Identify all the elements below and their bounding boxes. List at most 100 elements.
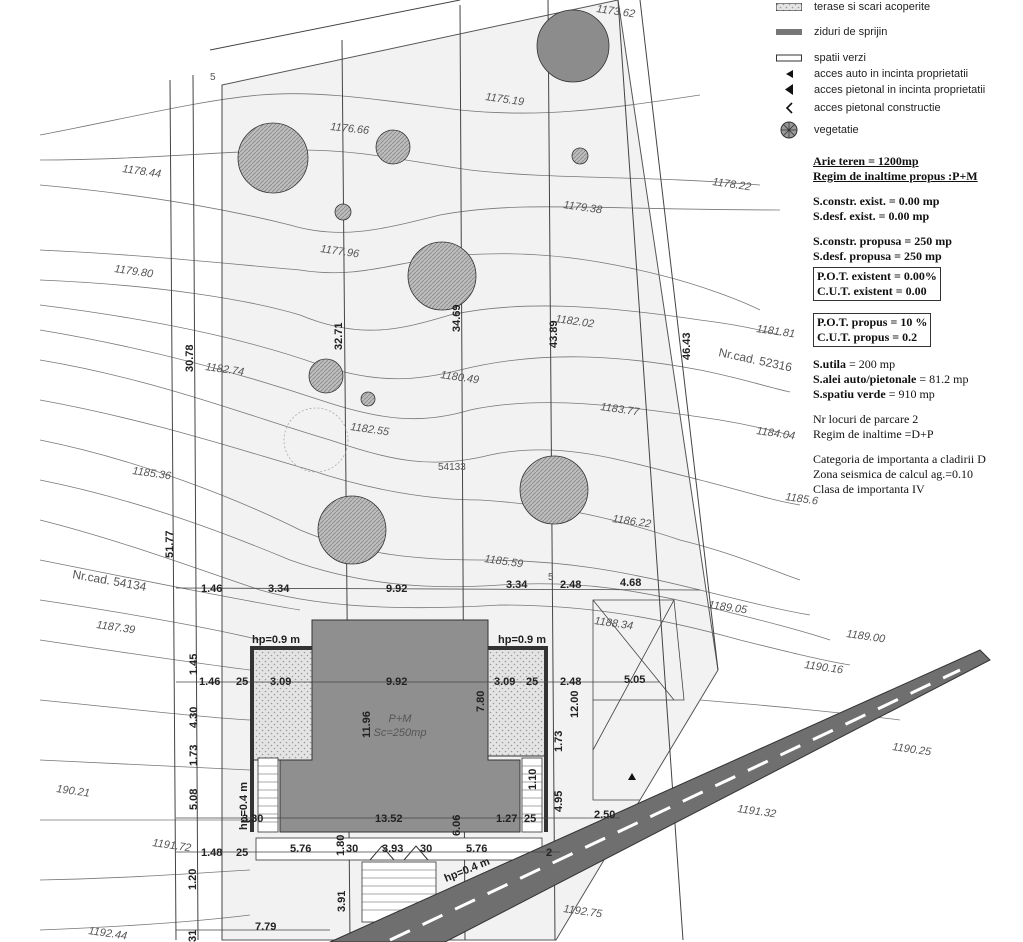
sc-prop-label: S.constr. propusa = 250 mp [813,234,952,248]
dimension-label: 43.89 [548,320,560,348]
dimension-label: 5.08 [188,789,200,810]
side-dimensions: 1.45 4.30 1.73 5.08 12.00 1.73 4.95 7.80… [188,654,581,812]
elevation-label: 1187.39 [96,619,136,636]
dimension-label: 12.00 [569,690,581,718]
cut-prop-label: C.U.T. propus = 0.2 [817,330,918,344]
elevation-label: 1181.81 [756,323,796,340]
dimension-label: 4.95 [553,791,565,812]
top-dimensions: 1.46 3.34 9.92 3.34 2.48 4.68 [201,577,641,595]
elevation-label: 1178.44 [122,163,162,180]
dimension-label: 11.96 [361,711,373,738]
dimension-label: 25 [236,847,248,859]
elevation-label: 1179.38 [563,199,604,216]
dimension-label: 1.73 [188,745,200,766]
sc-exist-label: S.constr. exist. = 0.00 mp [813,194,940,208]
dimension-label: 5.76 [290,843,311,855]
dimension-label: 1.45 [188,654,200,675]
building-area-label: Sc=250mp [374,727,427,739]
dimension-label: 2 [546,847,552,859]
retaining-walls [250,646,548,832]
dimension-label: 3.93 [382,843,403,855]
dimension-label: 7.80 [475,691,487,712]
bottom-dimensions: 3.30 13.52 1.27 25 2.50 1.48 25 5.76 1.8… [187,809,615,942]
parking-label: Nr locuri de parcare 2 [813,412,919,426]
site-statistics: Arie teren = 1200mp Regim de inaltime pr… [813,154,1018,497]
misc-label: 5 [548,572,554,583]
dimension-label: 25 [236,676,248,688]
misc-label: 5 [210,72,216,83]
legend-item: terase si scari acoperite [776,1,930,13]
legend-item: vegetatie [776,121,859,139]
dimension-label: 3.09 [270,676,291,688]
s-util-row: S.utila = 200 mp [813,357,896,371]
elevation-label: 1192.44 [88,925,128,942]
elevation-label: 1182.55 [350,421,391,438]
chevron-left-icon [776,102,802,114]
regime-label: Regim de inaltime propus :P+M [813,169,978,183]
dimension-label: 30 [420,843,432,855]
inner-dimensions: 1.46 25 3.09 9.92 3.09 25 2.48 5.05 [199,674,645,688]
pot-prop-label: P.O.T. propus = 10 % [817,315,928,329]
elevation-label: 1186.22 [612,513,652,530]
elevation-label: 1185.6 [785,491,820,508]
trees [237,9,610,565]
dimension-label: 2.48 [560,676,581,688]
elevation-label: 190.21 [56,783,91,800]
dimension-label: 9.92 [386,676,407,688]
road [329,649,991,942]
dimension-label: 3.91 [336,891,348,912]
s-verde-row: S.spatiu verde = 910 mp [813,387,935,401]
elevation-label: 1192.75 [563,903,604,920]
elevation-label: 1182.74 [205,361,245,378]
dimension-label: 5.05 [624,674,645,686]
dimension-label: 46.43 [681,332,693,360]
cadastral-label: Nr.cad. 52316 [717,345,793,374]
dimension-label: 4.68 [620,577,641,589]
cut-exist-label: C.U.T. existent = 0.00 [817,284,927,298]
category-label: Categoria de importanta a cladirii D [813,452,986,466]
building-label: P+M [389,713,413,725]
elevation-label: 1175.19 [485,91,525,108]
elevation-label: 1183.77 [600,401,641,418]
elevation-label: 1191.72 [152,837,192,854]
cadastral-label: 54133 [438,462,466,473]
dimension-label: 2.48 [560,579,581,591]
dimension-label: 1.73 [553,731,565,752]
elevation-label: 1185.59 [484,553,524,570]
class-label: Clasa de importanta IV [813,482,925,496]
dimension-label: 13.52 [375,813,403,825]
legend-item: ziduri de sprijin [776,26,887,38]
dimension-label: 30.78 [184,344,196,372]
parking-area [592,599,685,801]
dimension-label: 31 [187,930,199,942]
dimension-label: 30 [346,843,358,855]
elevation-label: 1178.22 [712,176,752,193]
elevation-label: 1190.25 [892,741,933,758]
regime2-label: Regim de inaltime =D+P [813,427,934,441]
dimension-label: 25 [526,676,538,688]
elevation-label: 1185.36 [132,465,173,482]
dimension-label: 2.50 [594,809,615,821]
hp-label: hp=0.4 m [238,782,250,830]
elevation-label: 1189.00 [846,628,887,645]
dimension-label: 4.30 [188,707,200,728]
sd-exist-label: S.desf. exist. = 0.00 mp [813,209,930,223]
dimension-label: 51.77 [164,530,176,558]
outline-bar-icon [776,52,802,64]
building-footprint [279,619,521,833]
legend-item: acces auto in incinta proprietatii [776,68,968,80]
dimension-label: 1.10 [527,769,539,790]
elevation-label: 1184.04 [756,425,796,442]
elevation-label: 1176.66 [330,121,371,137]
pot-cut-existing-box: P.O.T. existent = 0.00% C.U.T. existent … [813,267,941,301]
contour-lines [39,93,901,931]
dimension-label: 1.20 [187,869,199,890]
legend-item: spatii verzi [776,52,866,64]
dimension-label: 3.34 [506,579,528,591]
dimension-label: 6.06 [451,815,463,836]
dimension-label: 1.80 [335,835,347,856]
sd-prop-label: S.desf. propusa = 250 mp [813,249,942,263]
elevation-label: 1179.80 [114,263,155,280]
hp-label: hp=0.9 m [252,634,300,646]
dimension-label: 32.71 [333,322,345,350]
